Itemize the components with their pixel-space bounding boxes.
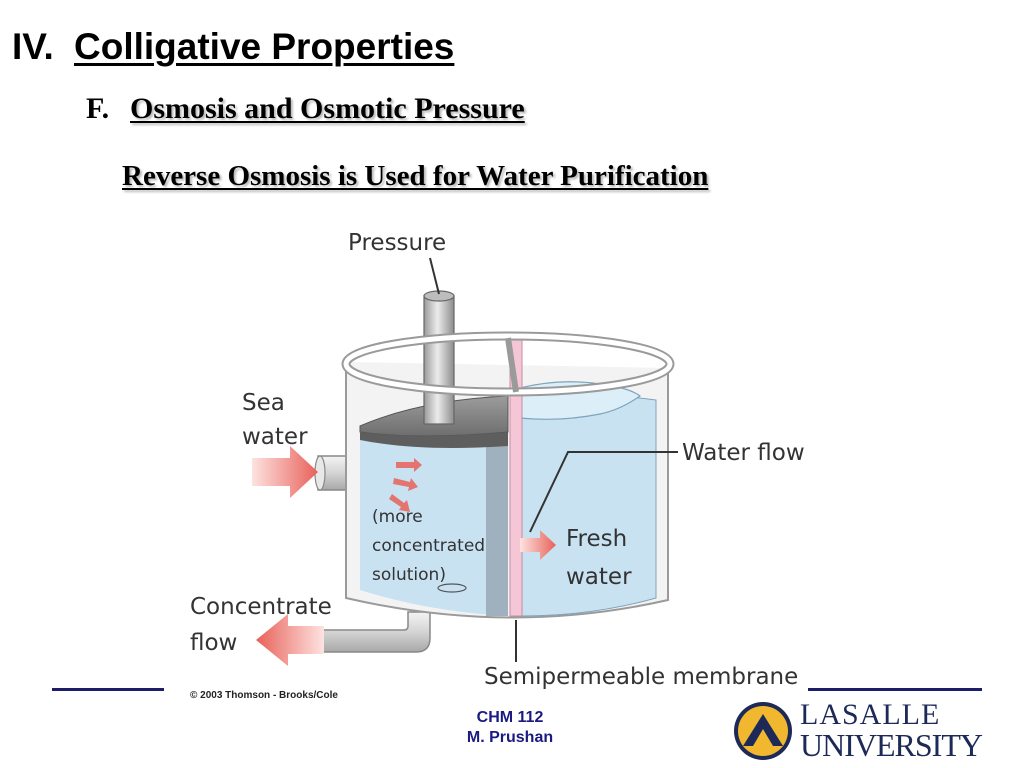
copyright-credit: © 2003 Thomson - Brooks/Cole <box>190 690 338 701</box>
footer-rule-left <box>52 688 164 691</box>
fresh-water-label-line1: Fresh <box>566 526 627 552</box>
sea-water-inlet-arrow <box>252 446 318 498</box>
section-number: IV. <box>12 26 54 67</box>
diagram-heading: Reverse Osmosis is Used for Water Purifi… <box>122 160 709 192</box>
sea-water-volume <box>360 438 508 616</box>
concentrated-label-line3: solution) <box>372 565 446 585</box>
section-title: Colligative Properties <box>74 26 455 67</box>
partition-back <box>486 430 508 616</box>
logo-line1: LASALLE <box>800 698 941 731</box>
concentrate-outlet-arrow <box>256 614 324 666</box>
instructor-name: M. Prushan <box>466 729 554 746</box>
sea-water-label-line2: water <box>242 424 308 450</box>
course-info: CHM 112 M. Prushan <box>430 708 590 748</box>
reverse-osmosis-diagram: Pressure Sea water Water flow (more conc… <box>190 230 805 690</box>
logo-line2: UNIVERSITY <box>800 727 983 763</box>
sea-water-label-line1: Sea <box>242 390 285 416</box>
university-logo: LASALLE UNIVERSITY <box>730 698 983 763</box>
subsection-number: F. <box>86 92 110 125</box>
internal-flow-arrows <box>389 458 422 512</box>
piston-rod <box>423 295 455 425</box>
concentrated-label-line2: concentrated <box>372 536 485 556</box>
slide-title: IV. Colligative Properties <box>12 26 454 68</box>
footer-rule-right <box>808 688 982 691</box>
logo-wordmark: LASALLE UNIVERSITY <box>800 698 983 763</box>
concentrate-flow-label-line2: flow <box>190 630 237 656</box>
water-flow-label: Water flow <box>682 440 805 466</box>
fresh-water-label-line2: water <box>566 564 632 590</box>
concentrate-flow-label-line1: Concentrate <box>190 594 332 620</box>
concentrated-label-line1: (more <box>372 507 423 527</box>
membrane-label: Semipermeable membrane <box>484 664 798 690</box>
slide-subtitle: F. Osmosis and Osmotic Pressure <box>86 92 525 126</box>
fresh-water-arrow <box>520 530 556 560</box>
pressure-label: Pressure <box>348 230 446 256</box>
subsection-title: Osmosis and Osmotic Pressure <box>130 92 525 125</box>
outlet-pipe <box>321 611 431 653</box>
piston-side <box>360 426 508 448</box>
course-code: CHM 112 <box>476 709 544 726</box>
university-seal-icon <box>734 702 792 760</box>
